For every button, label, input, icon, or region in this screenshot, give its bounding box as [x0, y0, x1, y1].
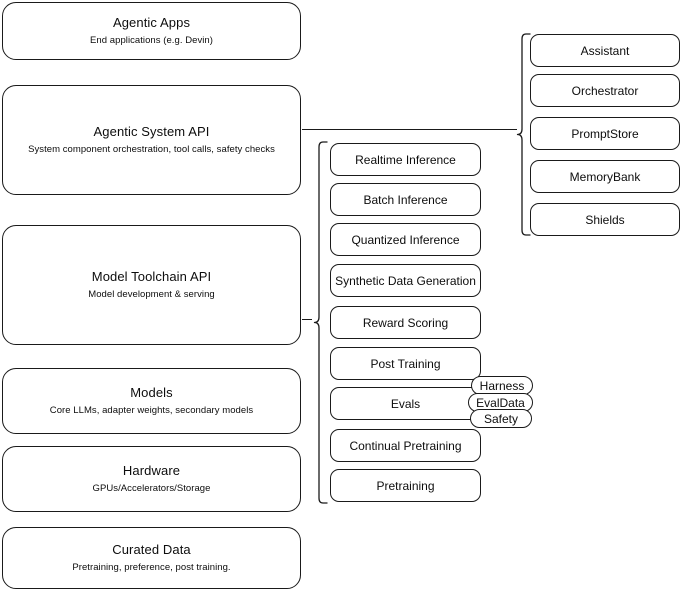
- component-label: Orchestrator: [571, 83, 639, 98]
- layer-title: Curated Data: [112, 542, 191, 557]
- component-label: PromptStore: [571, 126, 639, 141]
- connector-system-api-to-components: [302, 128, 517, 130]
- toolchain-realtime-inference[interactable]: Realtime Inference: [330, 143, 481, 176]
- layer-hardware[interactable]: Hardware GPUs/Accelerators/Storage: [2, 446, 301, 512]
- toolchain-synthetic-data-generation[interactable]: Synthetic Data Generation: [330, 264, 481, 297]
- toolchain-label: Pretraining: [376, 478, 435, 493]
- layer-model-toolchain-api[interactable]: Model Toolchain API Model development & …: [2, 225, 301, 345]
- brace-toolchain-components: [310, 137, 328, 512]
- layer-title: Model Toolchain API: [91, 269, 212, 284]
- layer-title: Models: [130, 385, 173, 400]
- component-memorybank[interactable]: MemoryBank: [530, 160, 680, 193]
- toolchain-batch-inference[interactable]: Batch Inference: [330, 183, 481, 216]
- toolchain-quantized-inference[interactable]: Quantized Inference: [330, 223, 481, 256]
- evals-tag-evaldata[interactable]: EvalData: [468, 393, 533, 412]
- toolchain-label: Continual Pretraining: [349, 438, 462, 453]
- layer-subtitle: End applications (e.g. Devin): [90, 35, 213, 46]
- component-label: MemoryBank: [569, 169, 641, 184]
- toolchain-reward-scoring[interactable]: Reward Scoring: [330, 306, 481, 339]
- toolchain-evals[interactable]: Evals: [330, 387, 481, 420]
- component-label: Assistant: [580, 43, 630, 58]
- layer-subtitle: System component orchestration, tool cal…: [28, 144, 275, 155]
- evals-tag-label: EvalData: [476, 395, 525, 410]
- toolchain-label: Synthetic Data Generation: [335, 273, 476, 288]
- layer-subtitle: Model development & serving: [88, 289, 215, 300]
- layer-agentic-system-api[interactable]: Agentic System API System component orch…: [2, 85, 301, 195]
- layer-title: Agentic Apps: [112, 15, 191, 30]
- component-promptstore[interactable]: PromptStore: [530, 117, 680, 150]
- layer-subtitle: Core LLMs, adapter weights, secondary mo…: [49, 405, 254, 416]
- toolchain-label: Reward Scoring: [362, 315, 449, 330]
- connector-toolchain-to-components: [302, 318, 312, 320]
- toolchain-post-training[interactable]: Post Training: [330, 347, 481, 380]
- evals-tag-label: Harness: [479, 378, 525, 393]
- layer-subtitle: GPUs/Accelerators/Storage: [92, 483, 211, 494]
- component-label: Shields: [585, 212, 625, 227]
- layer-agentic-apps[interactable]: Agentic Apps End applications (e.g. Devi…: [2, 2, 301, 60]
- layer-subtitle: Pretraining, preference, post training.: [72, 562, 231, 573]
- component-shields[interactable]: Shields: [530, 203, 680, 236]
- toolchain-label: Post Training: [370, 356, 441, 371]
- layer-models[interactable]: Models Core LLMs, adapter weights, secon…: [2, 368, 301, 434]
- toolchain-label: Batch Inference: [363, 192, 448, 207]
- component-orchestrator[interactable]: Orchestrator: [530, 74, 680, 107]
- evals-tag-safety[interactable]: Safety: [470, 409, 532, 428]
- toolchain-label: Realtime Inference: [355, 152, 456, 167]
- component-assistant[interactable]: Assistant: [530, 34, 680, 67]
- layer-title: Hardware: [122, 463, 181, 478]
- evals-tag-label: Safety: [483, 411, 519, 426]
- brace-system-components: [513, 28, 531, 242]
- toolchain-pretraining[interactable]: Pretraining: [330, 469, 481, 502]
- layer-curated-data[interactable]: Curated Data Pretraining, preference, po…: [2, 527, 301, 589]
- toolchain-label: Evals: [390, 396, 421, 411]
- toolchain-continual-pretraining[interactable]: Continual Pretraining: [330, 429, 481, 462]
- toolchain-label: Quantized Inference: [351, 232, 460, 247]
- layer-title: Agentic System API: [93, 124, 210, 139]
